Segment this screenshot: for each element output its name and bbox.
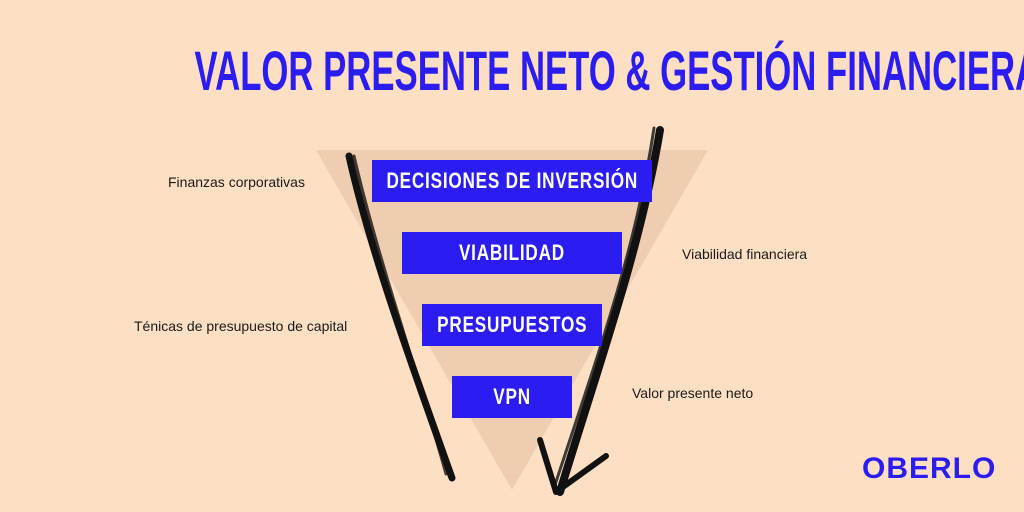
note-viabilidad: Viabilidad financiera [682,246,807,262]
level-label: VIABILIDAD [459,240,565,266]
note-finanzas: Finanzas corporativas [168,174,305,190]
level-bar-viabilidad: VIABILIDAD [402,232,622,274]
note-vpn: Valor presente neto [632,385,753,401]
note-presupuesto: Ténicas de presupuesto de capital [134,318,347,334]
level-label: DECISIONES DE INVERSIÓN [386,168,638,194]
oberlo-logo: OBERLO [862,452,996,486]
level-label: PRESUPUESTOS [437,312,587,338]
level-bar-decisiones: DECISIONES DE INVERSIÓN [372,160,652,202]
level-bar-presupuestos: PRESUPUESTOS [422,304,602,346]
level-label: VPN [493,384,531,410]
level-bar-vpn: VPN [452,376,572,418]
